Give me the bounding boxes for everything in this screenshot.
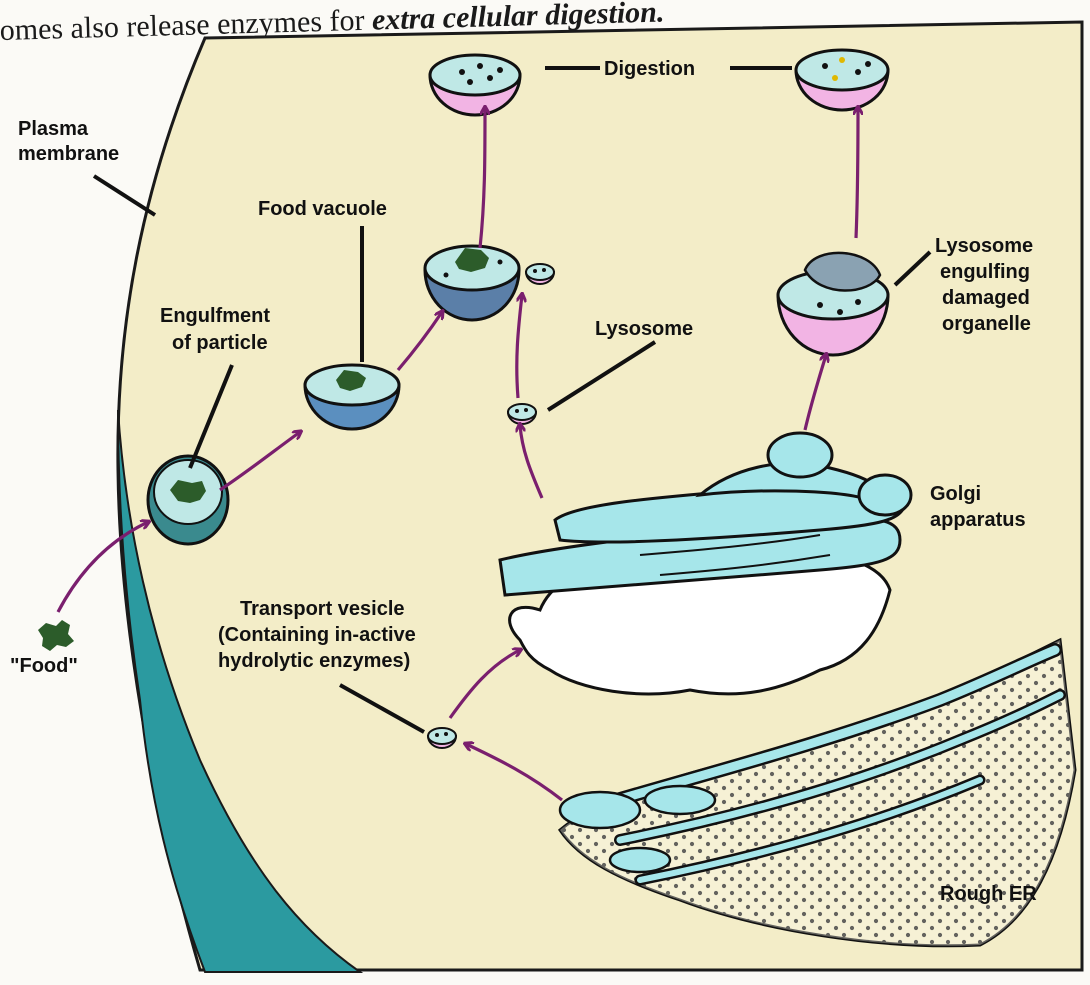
label-lysosome-engulfing-1: Lysosome — [935, 235, 1033, 257]
small-lysosome-mid — [508, 404, 536, 424]
label-digestion: Digestion — [604, 58, 695, 80]
label-lysosome: Lysosome — [595, 318, 693, 340]
label-transport-vesicle-1: Transport vesicle — [240, 598, 405, 620]
label-lysosome-engulfing-2: engulfing — [940, 261, 1030, 283]
label-engulfment-2: of particle — [172, 332, 268, 354]
label-golgi-1: Golgi — [930, 483, 981, 505]
label-lysosome-engulfing-4: organelle — [942, 313, 1031, 335]
label-golgi-2: apparatus — [930, 509, 1026, 531]
label-lysosome-engulfing-3: damaged — [942, 287, 1030, 309]
label-rough-er: Rough ER — [940, 883, 1037, 905]
label-transport-vesicle-2: (Containing in-active — [218, 624, 416, 646]
label-food-vacuole: Food vacuole — [258, 198, 387, 220]
transport-vesicle — [428, 728, 456, 748]
engulfment-vesicle — [148, 456, 228, 544]
label-food: "Food" — [10, 655, 78, 677]
food-particle — [38, 620, 74, 651]
label-plasma-membrane-2: membrane — [18, 143, 119, 165]
label-engulfment-1: Engulfment — [160, 305, 270, 327]
label-transport-vesicle-3: hydrolytic enzymes) — [218, 650, 410, 672]
label-plasma-membrane-1: Plasma — [18, 118, 89, 140]
small-lysosome-top — [526, 264, 554, 284]
